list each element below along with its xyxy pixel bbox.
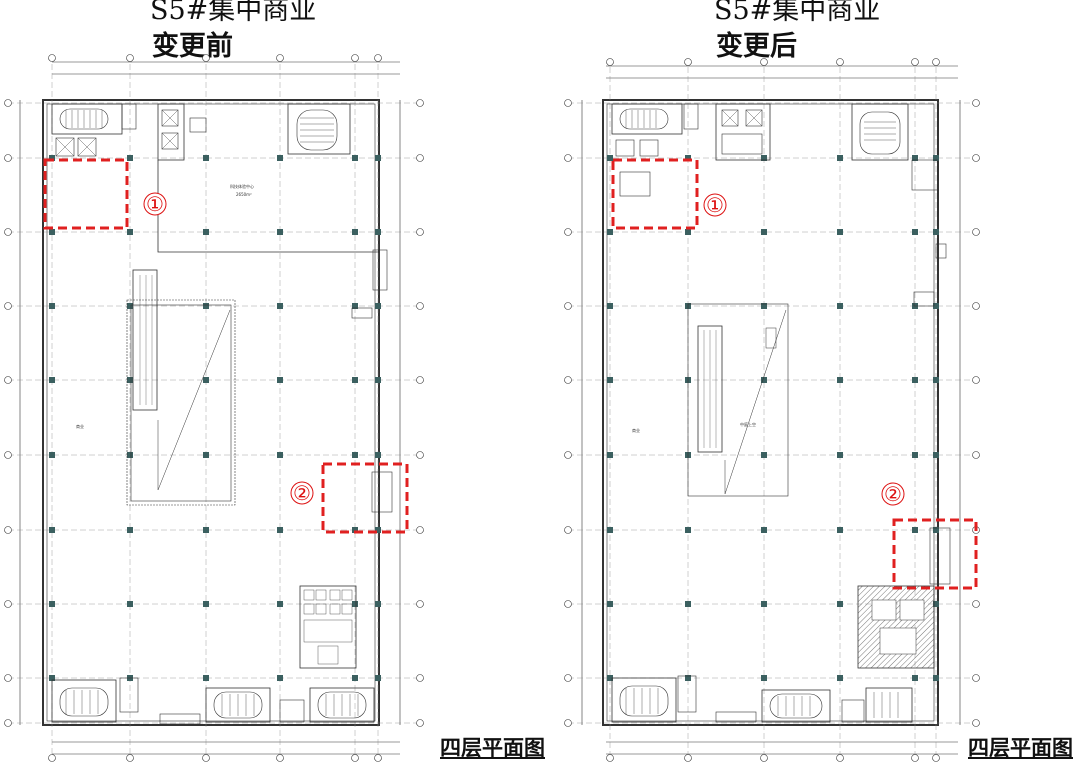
svg-text:中庭上空: 中庭上空 [740,421,756,427]
left-change-box-1 [43,158,129,230]
left-marker-2: ② [290,481,314,505]
right-marker-1: ① [703,193,727,217]
floor-label-right: 四层平面图 [968,736,1073,760]
left-title-line2: 变更前 [152,31,233,62]
svg-text:科技体验中心: 科技体验中心 [230,183,254,189]
svg-text:商业: 商业 [632,427,640,433]
right-marker-2: ② [881,482,905,506]
left-title-line1: S5#集中商业 [150,0,317,26]
right-plan-drawing: 中庭上空 商业 [564,58,980,762]
svg-text:商业: 商业 [76,423,84,429]
right-change-box-2 [892,518,978,590]
right-title-line2: 变更后 [716,31,797,62]
left-plan-drawing: 科技体验中心 2650m² [4,54,424,762]
svg-text:②: ② [884,482,902,506]
svg-text:②: ② [293,481,311,505]
floor-label-left: 四层平面图 [440,736,545,760]
svg-text:①: ① [146,192,164,216]
left-change-box-2 [321,462,409,534]
left-marker-1: ① [143,192,167,216]
right-change-box-1 [611,158,699,230]
svg-text:2650m²: 2650m² [236,192,252,197]
right-title-line1: S5#集中商业 [714,0,881,26]
svg-text:①: ① [706,193,724,217]
